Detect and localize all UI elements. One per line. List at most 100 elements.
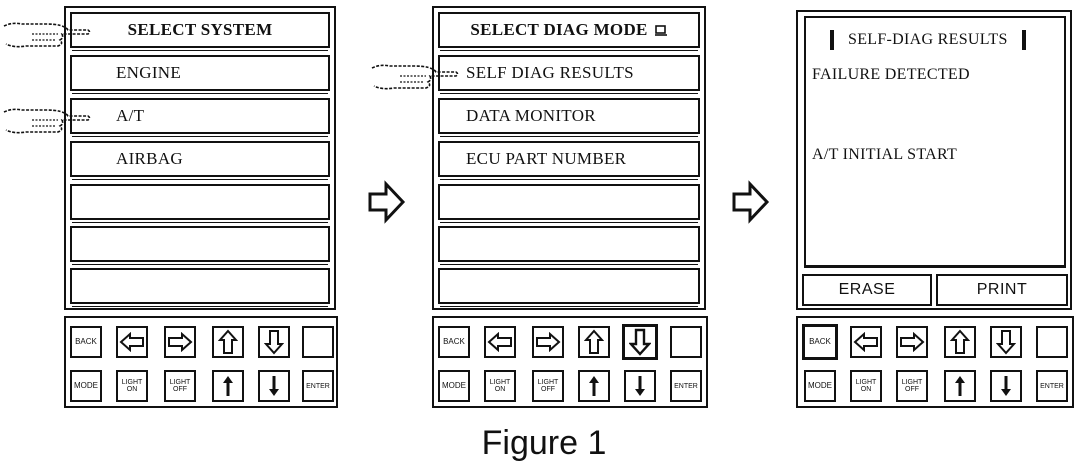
screen2-title: SELECT DIAG MODE: [438, 12, 700, 51]
up-arrow-key[interactable]: [944, 326, 976, 358]
system-item-label: AIRBAG: [116, 149, 183, 168]
light-on-label-2: ON: [860, 386, 872, 393]
page-down-arrow-icon: [1001, 376, 1011, 396]
page-down-arrow-icon: [269, 376, 279, 396]
light-on-label-2: ON: [494, 386, 506, 393]
page-up-key[interactable]: [578, 370, 610, 402]
light-off-label: LIGHT: [169, 379, 191, 386]
mode-key[interactable]: MODE: [438, 370, 470, 402]
page-up-key[interactable]: [212, 370, 244, 402]
enter-key-label: ENTER: [674, 382, 698, 390]
system-item-engine[interactable]: ENGINE: [70, 55, 330, 94]
page-down-key[interactable]: [258, 370, 290, 402]
screen-self-diag-results: SELF-DIAG RESULTS FAILURE DETECTED A/T I…: [796, 10, 1072, 310]
light-off-label-2: OFF: [173, 386, 187, 393]
light-off-key[interactable]: LIGHT OFF: [164, 370, 196, 402]
pointing-hand-icon: [3, 108, 91, 134]
print-button[interactable]: PRINT: [936, 274, 1068, 306]
figure-caption: Figure 1: [481, 424, 607, 462]
light-on-key[interactable]: LIGHT ON: [484, 370, 516, 402]
diag-item-data-monitor[interactable]: DATA MONITOR: [438, 98, 700, 137]
diag-item-empty-2[interactable]: [438, 226, 700, 265]
mode-key-label: MODE: [442, 381, 466, 390]
diag-item-empty-3[interactable]: [438, 268, 700, 307]
system-item-empty-3[interactable]: [70, 268, 330, 307]
results-display: SELF-DIAG RESULTS FAILURE DETECTED A/T I…: [804, 16, 1066, 268]
up-arrow-key[interactable]: [578, 326, 610, 358]
up-arrow-key[interactable]: [212, 326, 244, 358]
back-key-label: BACK: [443, 337, 465, 346]
light-off-key[interactable]: LIGHT OFF: [896, 370, 928, 402]
back-key-label: BACK: [75, 337, 97, 346]
light-off-label-2: OFF: [541, 386, 555, 393]
enter-key[interactable]: ENTER: [670, 370, 702, 402]
screen1-title: SELECT SYSTEM: [70, 12, 330, 51]
system-item-label: ENGINE: [116, 63, 182, 82]
hollow-down-arrow-icon: [264, 330, 284, 355]
mode-key-label: MODE: [74, 381, 98, 390]
light-on-key[interactable]: LIGHT ON: [116, 370, 148, 402]
page-down-arrow-icon: [635, 376, 645, 396]
enter-key-label: ENTER: [306, 382, 330, 390]
screen2-title-text: SELECT DIAG MODE: [470, 20, 648, 39]
hollow-right-arrow-icon: [732, 180, 770, 224]
back-key[interactable]: BACK: [438, 326, 470, 358]
light-off-label: LIGHT: [901, 379, 923, 386]
page-up-arrow-icon: [589, 376, 599, 396]
print-button-label: PRINT: [976, 281, 1028, 298]
title-bar-right: [1021, 30, 1026, 50]
down-arrow-key[interactable]: [258, 326, 290, 358]
system-item-at[interactable]: A/T: [70, 98, 330, 137]
screen-select-system: SELECT SYSTEM ENGINE A/T AIRBAG: [64, 6, 336, 310]
diag-item-empty-1[interactable]: [438, 184, 700, 223]
left-arrow-key[interactable]: [850, 326, 882, 358]
down-arrow-key-pressed[interactable]: [622, 324, 658, 360]
diag-item-self-diag-results[interactable]: SELF DIAG RESULTS: [438, 55, 700, 94]
erase-button[interactable]: ERASE: [802, 274, 932, 306]
diag-item-label: SELF DIAG RESULTS: [466, 63, 634, 82]
page-down-key[interactable]: [990, 370, 1022, 402]
keypad-1: BACK MODE LIGHT ON LIGHT OFF ENTER: [64, 316, 338, 408]
hollow-down-arrow-icon: [996, 330, 1016, 355]
hollow-left-arrow-icon: [119, 332, 144, 352]
mode-key[interactable]: MODE: [70, 370, 102, 402]
right-arrow-key[interactable]: [532, 326, 564, 358]
diag-item-label: DATA MONITOR: [466, 106, 596, 125]
blank-key[interactable]: [302, 326, 334, 358]
right-arrow-key[interactable]: [164, 326, 196, 358]
mode-key[interactable]: MODE: [804, 370, 836, 402]
light-on-key[interactable]: LIGHT ON: [850, 370, 882, 402]
system-item-empty-2[interactable]: [70, 226, 330, 265]
pointing-hand-icon: [371, 64, 459, 90]
light-on-label: LIGHT: [489, 379, 511, 386]
blank-key[interactable]: [1036, 326, 1068, 358]
hollow-left-arrow-icon: [487, 332, 512, 352]
page-down-key[interactable]: [624, 370, 656, 402]
hollow-up-arrow-icon: [218, 329, 238, 354]
enter-key[interactable]: ENTER: [302, 370, 334, 402]
back-key-label: BACK: [809, 337, 831, 346]
down-arrow-key[interactable]: [990, 326, 1022, 358]
hollow-up-arrow-icon: [950, 329, 970, 354]
system-item-airbag[interactable]: AIRBAG: [70, 141, 330, 180]
light-off-key[interactable]: LIGHT OFF: [532, 370, 564, 402]
blank-key[interactable]: [670, 326, 702, 358]
hollow-right-arrow-icon: [536, 332, 561, 352]
page-up-key[interactable]: [944, 370, 976, 402]
pointing-hand-icon: [3, 22, 91, 48]
hollow-up-arrow-icon: [584, 329, 604, 354]
results-title: SELF-DIAG RESULTS: [830, 30, 1026, 50]
left-arrow-key[interactable]: [484, 326, 516, 358]
enter-key[interactable]: ENTER: [1036, 370, 1068, 402]
system-item-empty-1[interactable]: [70, 184, 330, 223]
failure-detected-text: FAILURE DETECTED: [812, 66, 970, 83]
back-key[interactable]: BACK: [70, 326, 102, 358]
page-up-arrow-icon: [223, 376, 233, 396]
left-arrow-key[interactable]: [116, 326, 148, 358]
diag-item-ecu-part-number[interactable]: ECU PART NUMBER: [438, 141, 700, 180]
hollow-right-arrow-icon: [168, 332, 193, 352]
hollow-down-arrow-icon: [629, 328, 651, 356]
erase-button-label: ERASE: [838, 281, 896, 298]
right-arrow-key[interactable]: [896, 326, 928, 358]
back-key-pressed[interactable]: BACK: [802, 324, 838, 360]
